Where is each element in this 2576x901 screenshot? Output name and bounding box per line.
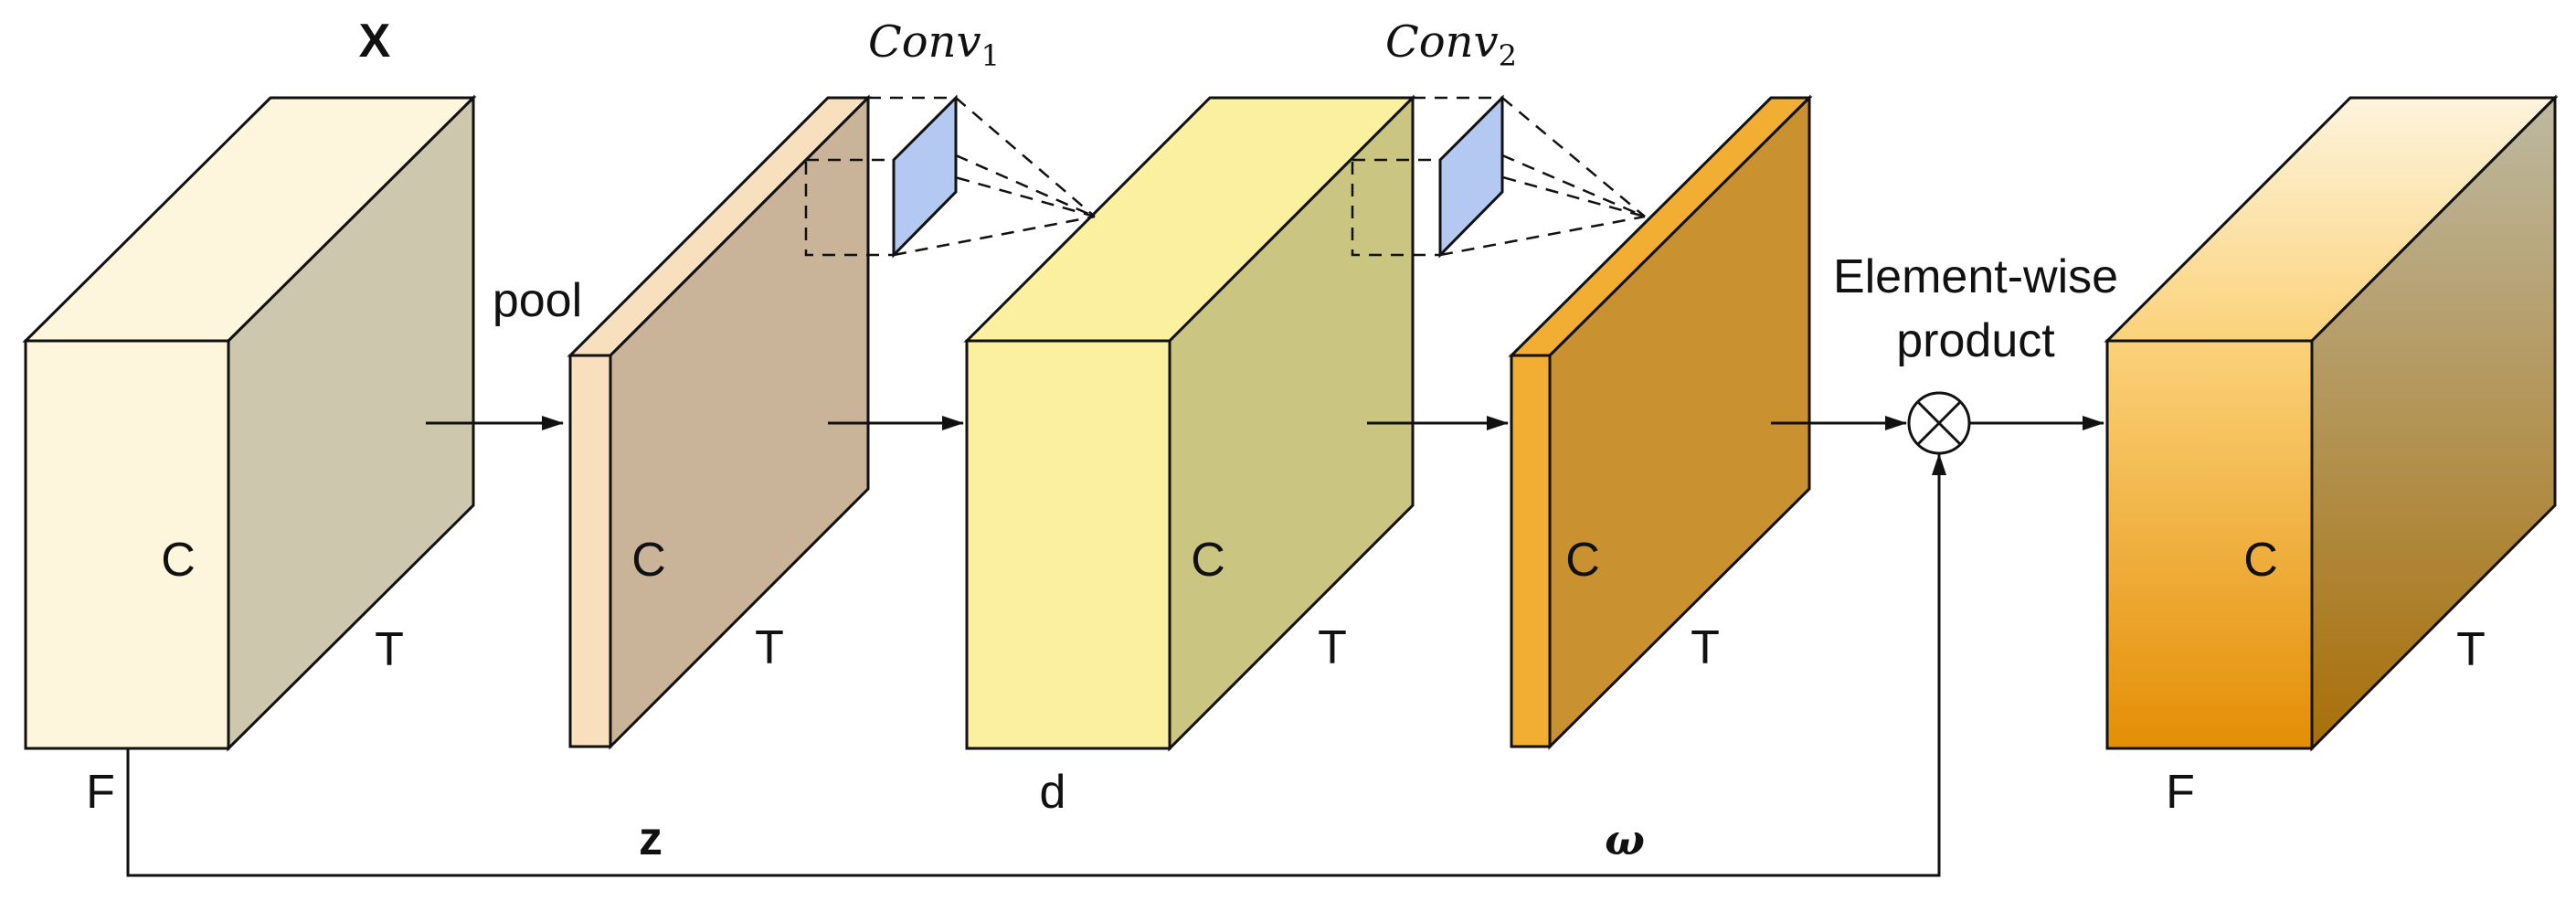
conv1-kernel-shape [892, 94, 958, 259]
weight-tensor-front-face [1510, 354, 1552, 748]
hidden-dim-label: d [1040, 766, 1066, 819]
conv2-dash-line [1501, 154, 1646, 218]
hidden-time-label: T [1318, 621, 1347, 674]
pool-label: pool [493, 274, 582, 327]
product-label-line1: Element-wise [1833, 250, 2118, 303]
conv2-label: Conv2 [1385, 16, 1517, 73]
output-tensor-block [2104, 94, 2559, 752]
output-time-label: T [2456, 623, 2486, 676]
conv2-kernel-illustration [1351, 94, 1646, 259]
input-tensor-front-face [24, 339, 230, 750]
skip-connection-arrow [126, 453, 1946, 877]
input-freq-label: F [86, 766, 115, 819]
weight-time-label: T [1691, 621, 1720, 674]
conv1-kernel-illustration [804, 94, 1096, 259]
hidden-channel-label: C [1191, 534, 1225, 587]
conv2-kernel-shape [1438, 94, 1504, 259]
conv2-dash-line [1439, 158, 1646, 218]
pooled-channel-label: C [631, 534, 666, 587]
output-tensor-front-face [2105, 339, 2314, 750]
input-label: X [359, 15, 391, 68]
conv1-label: Conv1 [868, 16, 1000, 73]
output-freq-label: F [2166, 766, 2195, 819]
input-channel-label: C [161, 534, 196, 587]
conv1-dash-line [893, 215, 1096, 257]
hidden-tensor-block [963, 94, 1416, 752]
weight-tensor-block [1508, 94, 1813, 750]
z-label: z [639, 812, 663, 865]
element-wise-product-operator [1907, 391, 1971, 455]
product-label-line2: product [1896, 314, 2055, 367]
pooled-time-label: T [755, 621, 784, 674]
hidden-tensor-front-face [965, 339, 1171, 750]
omega-label: ω [1605, 815, 1645, 864]
output-channel-label: C [2243, 534, 2278, 587]
weight-channel-label: C [1565, 534, 1600, 587]
conv2-dash-line [1439, 215, 1646, 257]
pooled-tensor-front-face [568, 354, 612, 748]
input-time-label: T [375, 623, 404, 676]
conv1-dash-line [955, 154, 1096, 218]
input-tensor-block [22, 94, 477, 752]
conv2-dash-line [1501, 97, 1646, 217]
pooled-tensor-block [567, 94, 872, 750]
multiply-cross-icon [1916, 400, 1962, 446]
conv1-dash-line [955, 97, 1096, 217]
